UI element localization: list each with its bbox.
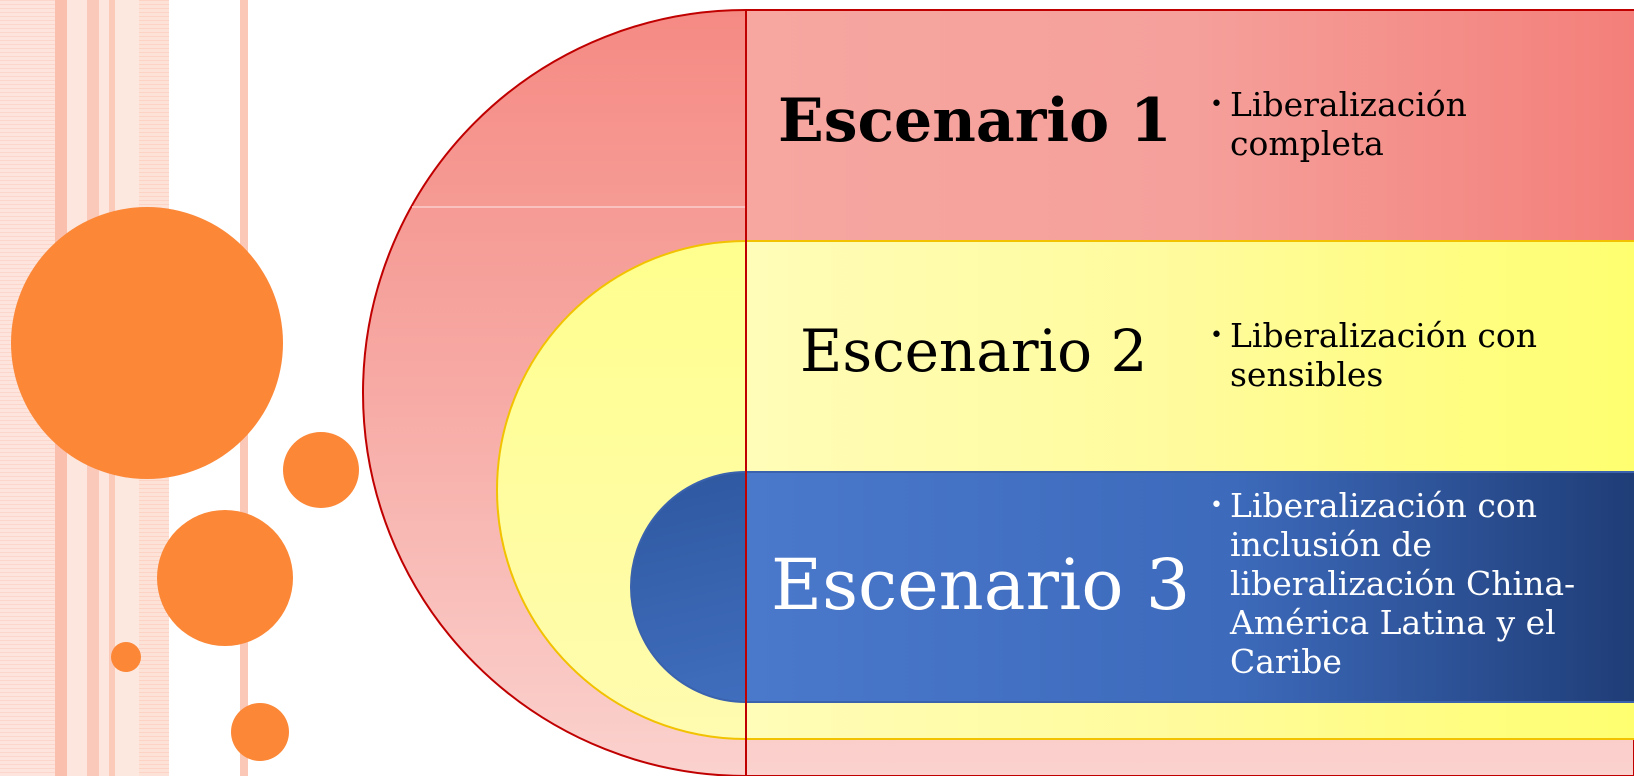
- decorative-circle-medium: [283, 432, 359, 508]
- bullet-line: Liberalización con: [1230, 486, 1537, 525]
- scenario-2-title: Escenario 2: [800, 317, 1148, 385]
- bullet-line: completa: [1230, 124, 1384, 163]
- scenario-1-title: Escenario 1: [778, 86, 1172, 156]
- decorative-circle-large-2: [157, 510, 293, 646]
- scenario-1-bullet: • Liberalización completa: [1210, 85, 1467, 163]
- bullet-line: inclusión de: [1230, 525, 1432, 564]
- scenario-3-bullet: • Liberalización con inclusión de libera…: [1210, 486, 1575, 681]
- bullet-line: liberalización China-: [1230, 564, 1576, 603]
- scenario-2-bullet: • Liberalización con sensibles: [1210, 316, 1537, 394]
- scenario-3-title: Escenario 3: [771, 544, 1191, 626]
- bullet-line: Liberalización con: [1230, 316, 1537, 355]
- bullet-glyph: •: [1210, 493, 1223, 518]
- bullet-glyph: •: [1210, 323, 1223, 348]
- scenario-1-band: [746, 11, 1634, 241]
- bullet-line: América Latina y el: [1230, 603, 1556, 642]
- bullet-line: Liberalización: [1230, 85, 1467, 124]
- decorative-circle-medium-2: [231, 703, 289, 761]
- bullet-line: Caribe: [1230, 642, 1342, 681]
- scenario-3-band: [746, 473, 1634, 701]
- bullet-glyph: •: [1210, 92, 1223, 117]
- decorative-circle-large: [11, 207, 283, 479]
- bullet-line: sensibles: [1230, 355, 1384, 394]
- decorative-circle-small: [111, 642, 141, 672]
